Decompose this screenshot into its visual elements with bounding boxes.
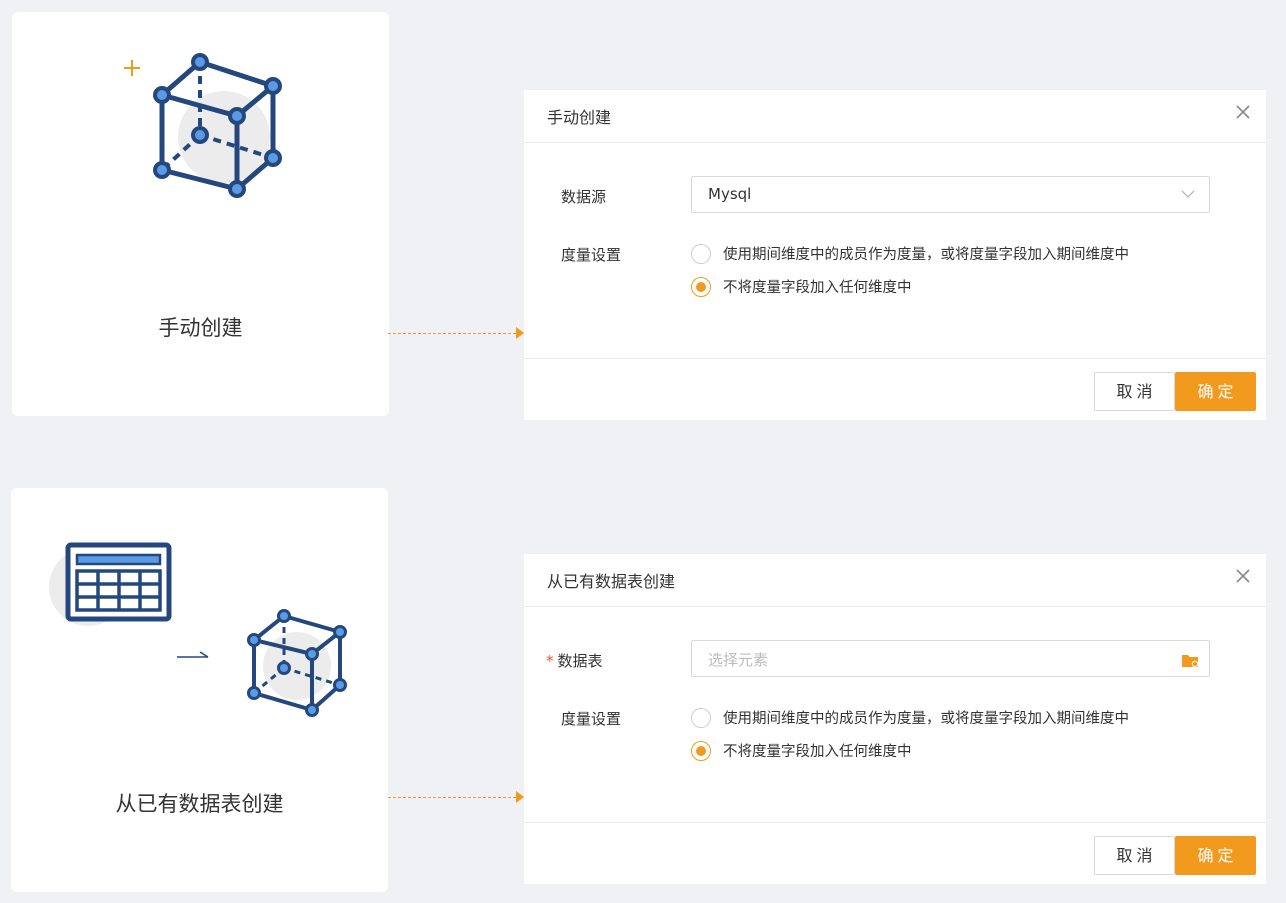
radio-label: 不将度量字段加入任何维度中 bbox=[723, 744, 912, 760]
radio-label: 不将度量字段加入任何维度中 bbox=[723, 280, 912, 296]
table-placeholder: 选择元素 bbox=[708, 651, 769, 669]
manual-create-dialog: 手动创建 数据源 Mysql 度量设置 使用期间维度中的成员作为度量，或将度量字… bbox=[524, 90, 1266, 420]
folder-icon[interactable] bbox=[1181, 653, 1199, 668]
cube-icon bbox=[247, 609, 347, 717]
table-label: *数据表 bbox=[546, 650, 603, 671]
cancel-button[interactable]: 取消 bbox=[1094, 836, 1175, 875]
confirm-button[interactable]: 确定 bbox=[1175, 836, 1256, 875]
from-table-dialog: 从已有数据表创建 *数据表 选择元素 度量设置 使用期间维度中的成员作为度量，或… bbox=[524, 554, 1266, 884]
dialog-title: 从已有数据表创建 bbox=[547, 572, 676, 591]
arrow-right-icon bbox=[516, 327, 524, 339]
from-table-card[interactable]: 从已有数据表创建 bbox=[11, 488, 388, 892]
radio-button[interactable] bbox=[691, 707, 711, 728]
close-icon[interactable] bbox=[1232, 565, 1254, 587]
radio-label: 使用期间维度中的成员作为度量，或将度量字段加入期间维度中 bbox=[723, 711, 1129, 727]
dialog-footer: 取消 确定 bbox=[524, 822, 1266, 884]
chevron-down-icon bbox=[1181, 190, 1195, 198]
radio-option-use-period[interactable]: 使用期间维度中的成员作为度量，或将度量字段加入期间维度中 bbox=[691, 243, 1129, 264]
radio-option-no-dimension[interactable]: 不将度量字段加入任何维度中 bbox=[691, 740, 912, 761]
radio-button[interactable] bbox=[691, 243, 711, 264]
radio-button-selected[interactable] bbox=[691, 276, 711, 297]
measure-settings-label: 度量设置 bbox=[561, 246, 622, 264]
datasource-label: 数据源 bbox=[561, 188, 607, 206]
arrow-right-icon bbox=[177, 651, 209, 658]
radio-label: 使用期间维度中的成员作为度量，或将度量字段加入期间维度中 bbox=[723, 247, 1129, 263]
dialog-title: 手动创建 bbox=[547, 108, 612, 127]
confirm-button[interactable]: 确定 bbox=[1175, 372, 1256, 411]
radio-option-no-dimension[interactable]: 不将度量字段加入任何维度中 bbox=[691, 276, 912, 297]
manual-create-card-title: 手动创建 bbox=[158, 316, 243, 340]
manual-create-card[interactable]: 手动创建 bbox=[12, 12, 389, 416]
table-label-text: 数据表 bbox=[557, 652, 603, 670]
measure-settings-label: 度量设置 bbox=[561, 710, 622, 728]
radio-button-selected[interactable] bbox=[691, 740, 711, 761]
dialog-header: 从已有数据表创建 bbox=[524, 554, 1266, 607]
dialog-header: 手动创建 bbox=[524, 90, 1266, 143]
table-icon bbox=[65, 542, 172, 622]
table-select-input[interactable]: 选择元素 bbox=[691, 640, 1210, 677]
plus-icon bbox=[124, 60, 140, 76]
from-table-card-title: 从已有数据表创建 bbox=[115, 792, 284, 816]
dialog-footer: 取消 确定 bbox=[524, 358, 1266, 420]
required-mark: * bbox=[546, 652, 554, 670]
close-icon[interactable] bbox=[1232, 101, 1254, 123]
connector-line bbox=[388, 333, 516, 334]
datasource-select[interactable]: Mysql bbox=[691, 176, 1210, 213]
arrow-right-icon bbox=[516, 791, 524, 803]
cube-icon bbox=[153, 53, 282, 198]
cancel-button[interactable]: 取消 bbox=[1094, 372, 1175, 411]
datasource-value: Mysql bbox=[708, 185, 752, 203]
radio-option-use-period[interactable]: 使用期间维度中的成员作为度量，或将度量字段加入期间维度中 bbox=[691, 707, 1129, 728]
connector-line bbox=[388, 797, 516, 798]
